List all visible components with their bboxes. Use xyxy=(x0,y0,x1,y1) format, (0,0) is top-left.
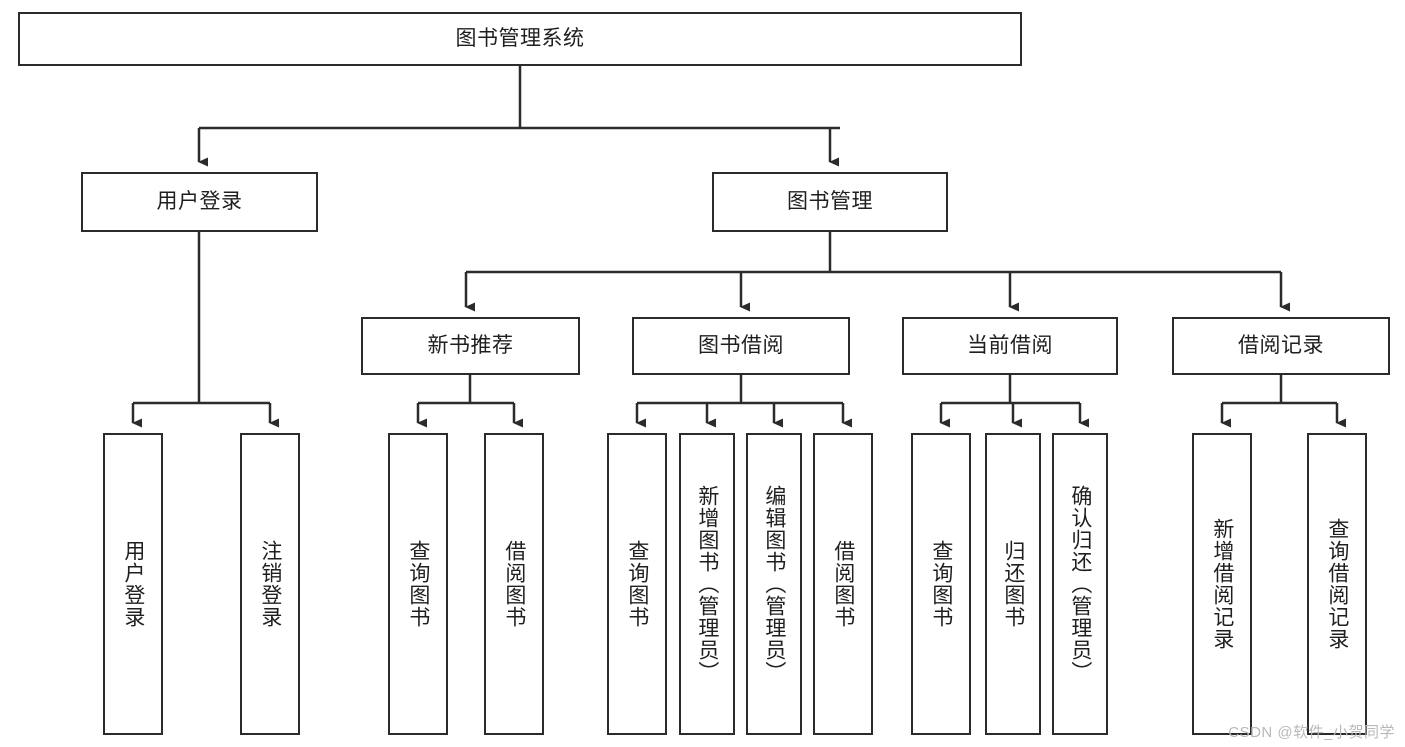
leaf-node-7[interactable]: 借阅图书 xyxy=(813,433,873,735)
node-label: 借阅图书 xyxy=(502,540,526,628)
node-label: 确认归还（管理员） xyxy=(1068,485,1092,683)
node-label: 查询图书 xyxy=(929,540,953,628)
leaf-node-8[interactable]: 查询图书 xyxy=(911,433,971,735)
level2-node-0[interactable]: 用户登录 xyxy=(81,172,318,232)
node-label: 新书推荐 xyxy=(427,334,514,358)
node-label: 编辑图书（管理员） xyxy=(762,485,786,683)
level3-node-2[interactable]: 当前借阅 xyxy=(902,317,1118,375)
leaf-node-1[interactable]: 注销登录 xyxy=(240,433,300,735)
node-label: 用户登录 xyxy=(156,190,243,214)
node-label: 注销登录 xyxy=(258,540,282,628)
node-label: 新增图书（管理员） xyxy=(695,485,719,683)
node-label: 查询图书 xyxy=(625,540,649,628)
leaf-node-9[interactable]: 归还图书 xyxy=(985,433,1041,735)
leaf-node-3[interactable]: 借阅图书 xyxy=(484,433,544,735)
leaf-node-10[interactable]: 确认归还（管理员） xyxy=(1052,433,1108,735)
leaf-node-4[interactable]: 查询图书 xyxy=(607,433,667,735)
node-label: 新增借阅记录 xyxy=(1210,518,1234,650)
node-label: 归还图书 xyxy=(1001,540,1025,628)
node-label: 图书管理系统 xyxy=(455,27,585,51)
leaf-node-0[interactable]: 用户登录 xyxy=(103,433,163,735)
node-label: 图书借阅 xyxy=(698,334,784,358)
level3-node-1[interactable]: 图书借阅 xyxy=(632,317,850,375)
leaf-node-2[interactable]: 查询图书 xyxy=(388,433,448,735)
node-label: 图书管理 xyxy=(787,190,873,214)
leaf-node-6[interactable]: 编辑图书（管理员） xyxy=(746,433,802,735)
leaf-node-11[interactable]: 新增借阅记录 xyxy=(1192,433,1252,735)
node-label: 查询图书 xyxy=(406,540,430,628)
node-label: 借阅记录 xyxy=(1238,334,1324,358)
level3-node-0[interactable]: 新书推荐 xyxy=(361,317,580,375)
level3-node-3[interactable]: 借阅记录 xyxy=(1172,317,1390,375)
level2-node-1[interactable]: 图书管理 xyxy=(712,172,948,232)
node-label: 用户登录 xyxy=(121,540,145,628)
node-label: 查询借阅记录 xyxy=(1325,518,1349,650)
node-label: 借阅图书 xyxy=(831,540,855,628)
leaf-node-12[interactable]: 查询借阅记录 xyxy=(1307,433,1367,735)
leaf-node-5[interactable]: 新增图书（管理员） xyxy=(679,433,735,735)
root-node-book-management-system[interactable]: 图书管理系统 xyxy=(18,12,1022,66)
node-label: 当前借阅 xyxy=(967,334,1053,358)
